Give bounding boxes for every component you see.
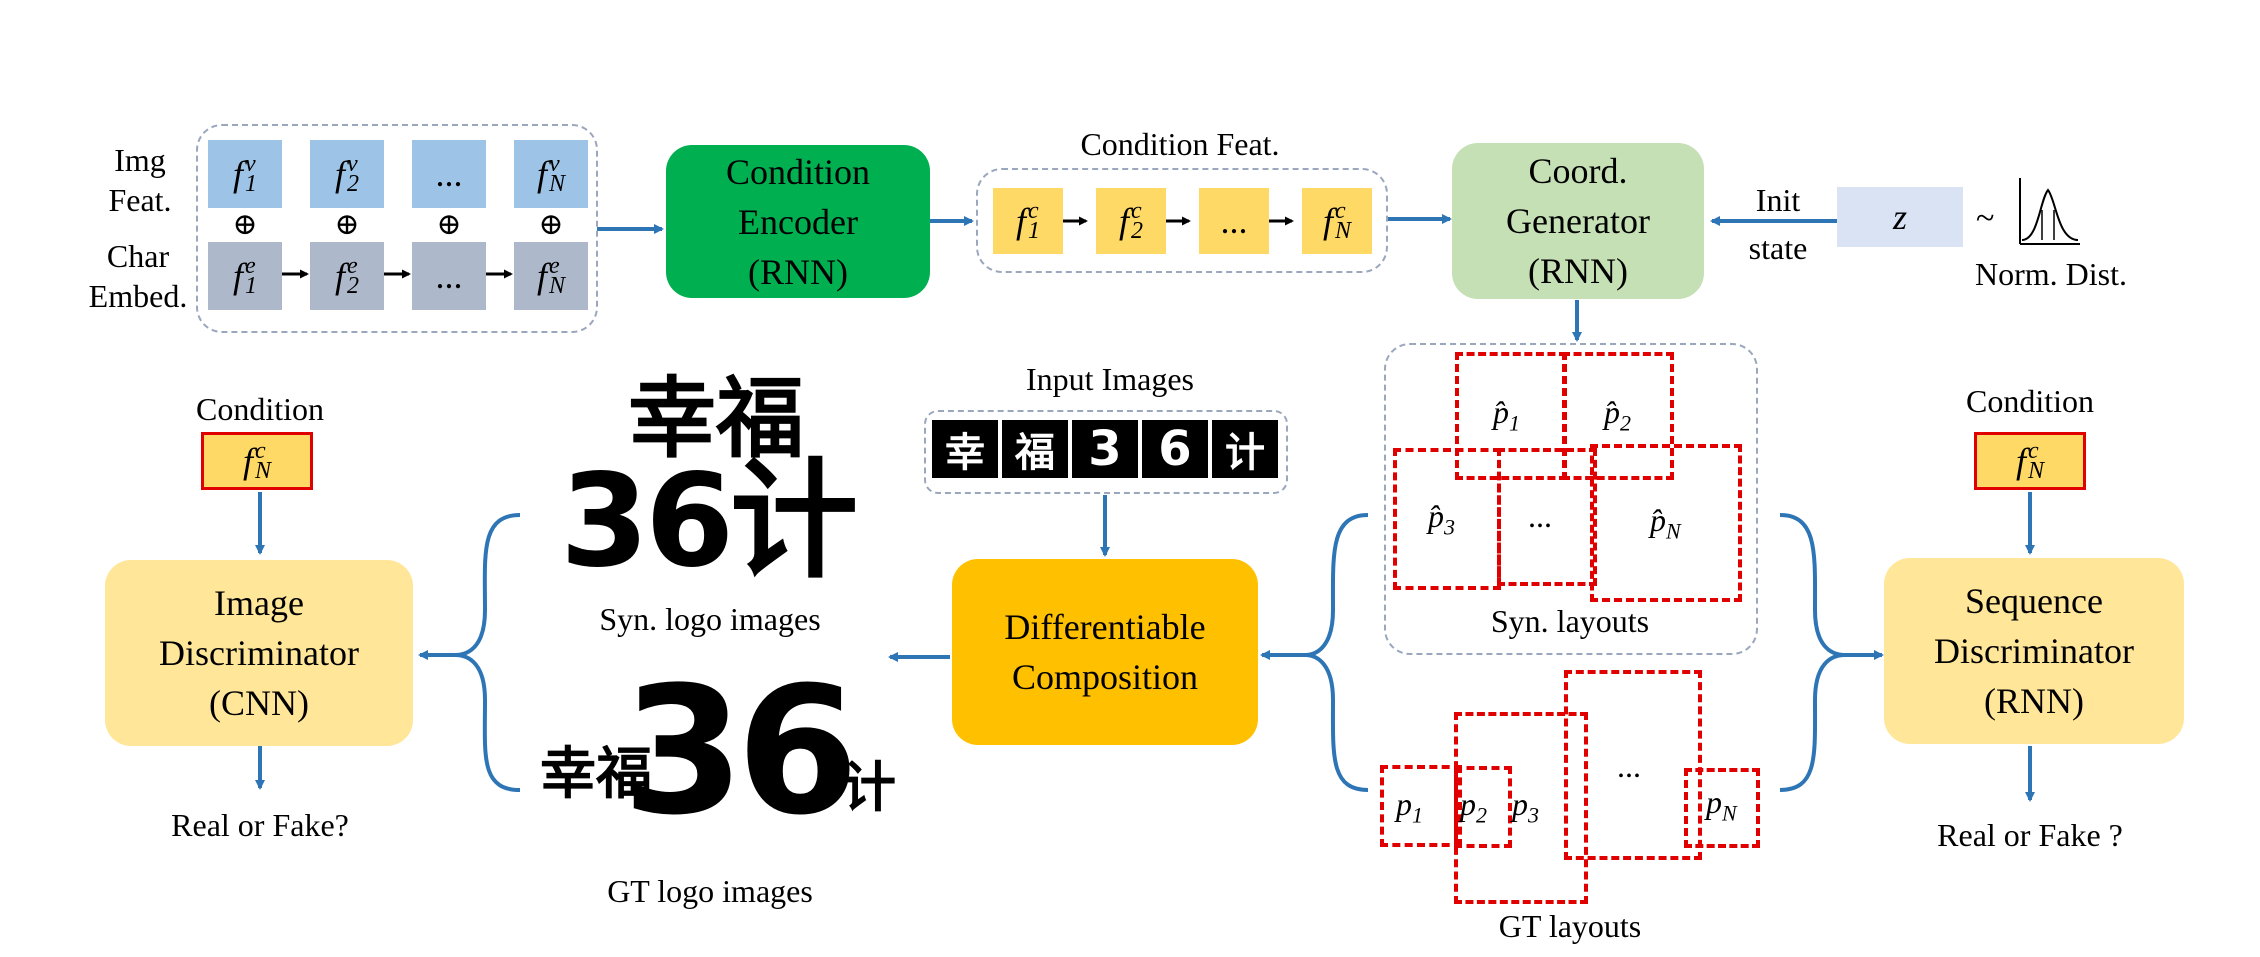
- gt-box-1: [1380, 765, 1462, 847]
- seq-disc-condition-label: Condition: [1965, 383, 2094, 419]
- gt-label-ellipsis: ...: [1617, 748, 1641, 784]
- gt-logo-left: 幸福: [540, 742, 652, 807]
- syn-box-n: [1590, 444, 1742, 602]
- gt-box-n: [1684, 768, 1760, 848]
- syn-label-3: p̂3: [1428, 498, 1455, 540]
- syn-logo-bottom: 36计: [560, 447, 858, 596]
- tilde-symbol: ~: [1976, 200, 1995, 237]
- char-embed-ellipsis: ...: [412, 242, 486, 310]
- syn-layouts-caption: Syn. layouts: [1490, 603, 1650, 639]
- oplus-1: ⊕: [232, 208, 258, 241]
- sequence-discriminator: Sequence Discriminator (RNN): [1884, 558, 2184, 744]
- gt-label-1: p1: [1396, 786, 1423, 828]
- normal-distribution-icon: [2019, 178, 2080, 245]
- condition-feat-group: [976, 168, 1388, 273]
- input-images-title: Input Images: [1026, 361, 1194, 397]
- input-char-2: 福: [1002, 420, 1068, 478]
- oplus-3: ⊕: [436, 208, 462, 241]
- input-char-4: 6: [1142, 420, 1208, 478]
- char-embed-label: Char Embed.: [88, 238, 188, 314]
- condition-feat-title: Condition Feat.: [1080, 126, 1280, 162]
- brace-layouts-right: [1779, 513, 1846, 792]
- cond-feat-ellipsis: ...: [1199, 188, 1269, 254]
- gt-label-2: p2: [1460, 786, 1487, 828]
- image-discriminator: Image Discriminator (CNN): [105, 560, 413, 746]
- noise-z: z: [1837, 187, 1963, 247]
- gt-logo-caption: GT logo images: [607, 873, 813, 909]
- oplus-n: ⊕: [538, 208, 564, 241]
- condition-encoder: Condition Encoder (RNN): [666, 145, 930, 298]
- syn-label-ellipsis: ...: [1528, 498, 1552, 534]
- syn-label-2: p̂2: [1604, 394, 1631, 436]
- gt-logo-right: 计: [842, 756, 896, 819]
- norm-dist-label: Norm. Dist.: [1975, 256, 2127, 292]
- gt-box-ellipsis: [1564, 670, 1702, 860]
- oplus-2: ⊕: [334, 208, 360, 241]
- img-feat-ellipsis: ...: [412, 140, 486, 208]
- syn-layouts-group: [1384, 343, 1758, 655]
- gt-logo-center: 36: [622, 649, 859, 854]
- encoder-input-group: [196, 124, 598, 333]
- input-images-group: [924, 410, 1288, 494]
- img-feat-label: Img Feat.: [108, 142, 172, 218]
- gt-label-3: p3: [1512, 786, 1539, 828]
- syn-label-n: p̂N: [1650, 502, 1681, 544]
- init-state-label: Init state: [1748, 182, 1808, 266]
- input-char-5: 计: [1212, 420, 1278, 478]
- img-disc-condition-label: Condition: [195, 391, 324, 427]
- gt-box-2-inner: [1454, 766, 1512, 848]
- input-char-3: 3: [1072, 420, 1138, 478]
- brace-layouts-left: [1304, 513, 1369, 792]
- input-char-1: 幸: [932, 420, 998, 478]
- syn-label-1: p̂1: [1493, 394, 1520, 436]
- differentiable-composition: Differentiable Composition: [952, 559, 1258, 745]
- gt-label-n: pN: [1706, 784, 1737, 826]
- gt-layouts-caption: GT layouts: [1498, 908, 1642, 944]
- brace-logos: [454, 513, 521, 792]
- seq-disc-output: Real or Fake ?: [1937, 817, 2123, 853]
- syn-logo-caption: Syn. logo images: [599, 601, 821, 637]
- syn-box-2: [1562, 352, 1674, 480]
- coord-generator: Coord. Generator (RNN): [1452, 143, 1704, 299]
- syn-box-ellipsis: [1497, 448, 1597, 586]
- img-disc-output: Real or Fake?: [171, 807, 349, 843]
- syn-logo-top: 幸福: [628, 367, 805, 470]
